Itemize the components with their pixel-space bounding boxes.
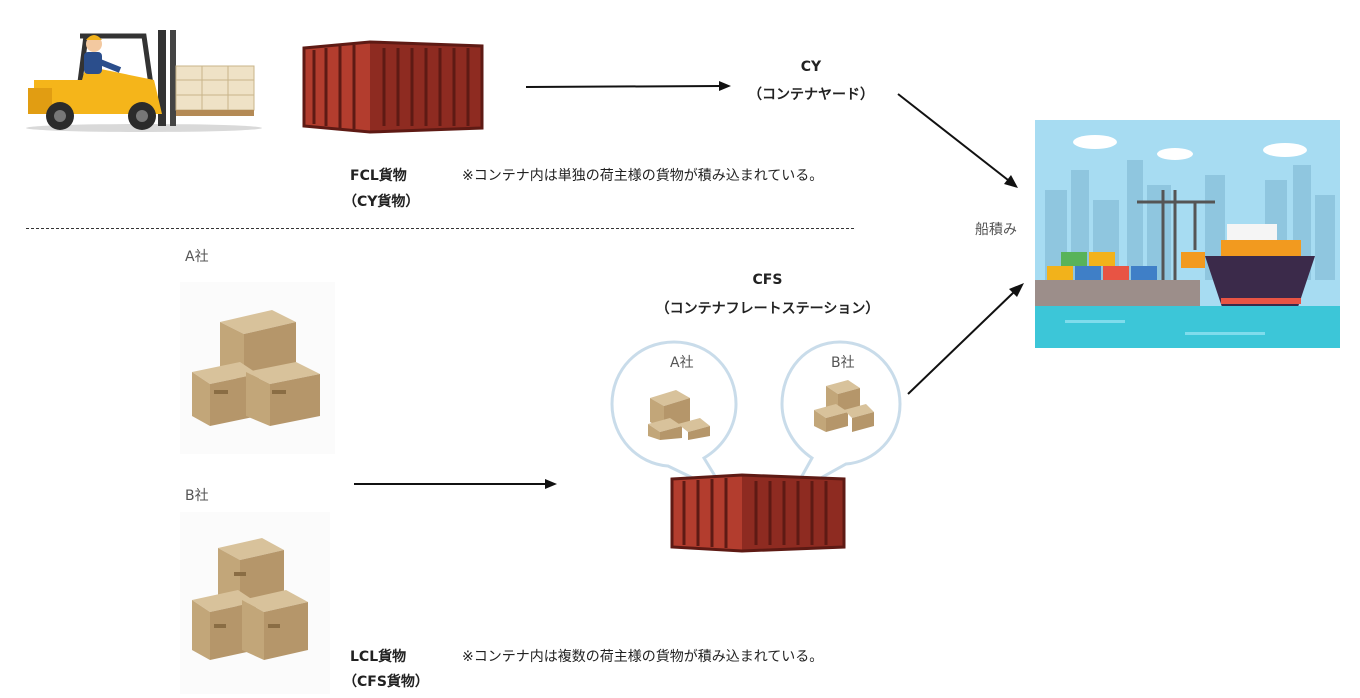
shipper-b-boxes-illustration bbox=[180, 512, 330, 694]
lcl-note: ※コンテナ内は複数の荷主様の貨物が積み込まれている。 bbox=[462, 649, 824, 665]
cy-full-name: （コンテナヤード） bbox=[748, 87, 874, 103]
arrow-cy-to-ship bbox=[896, 92, 1021, 190]
cfs-full-name: （コンテナフレートステーション） bbox=[655, 301, 880, 317]
arrow-to-cy bbox=[525, 80, 731, 92]
fcl-container-illustration bbox=[300, 40, 485, 135]
speech-bubble-a bbox=[608, 338, 740, 498]
lcl-cargo-alt-label: （CFS貨物） bbox=[343, 674, 429, 690]
port-ship-illustration bbox=[1035, 120, 1340, 348]
shipper-a-boxes-illustration bbox=[180, 282, 335, 454]
lcl-cargo-label: LCL貨物 bbox=[350, 649, 407, 665]
fcl-cargo-alt-label: （CY貨物） bbox=[343, 194, 420, 210]
arrow-to-cfs bbox=[354, 478, 559, 490]
cy-abbr: CY bbox=[800, 59, 822, 75]
arrow-cfs-to-ship bbox=[906, 280, 1026, 398]
shipper-b-label: B社 bbox=[185, 488, 209, 504]
bubble-b-label: B社 bbox=[831, 355, 855, 371]
cfs-container-illustration bbox=[668, 473, 846, 553]
forklift-illustration bbox=[24, 22, 274, 134]
shipper-a-label: A社 bbox=[185, 249, 209, 265]
bubble-a-label: A社 bbox=[670, 355, 694, 371]
cfs-abbr: CFS bbox=[752, 272, 783, 288]
section-divider bbox=[26, 228, 854, 229]
fcl-cargo-label: FCL貨物 bbox=[350, 168, 407, 184]
fcl-note: ※コンテナ内は単独の荷主様の貨物が積み込まれている。 bbox=[462, 168, 824, 184]
loading-label: 船積み bbox=[975, 222, 1017, 238]
